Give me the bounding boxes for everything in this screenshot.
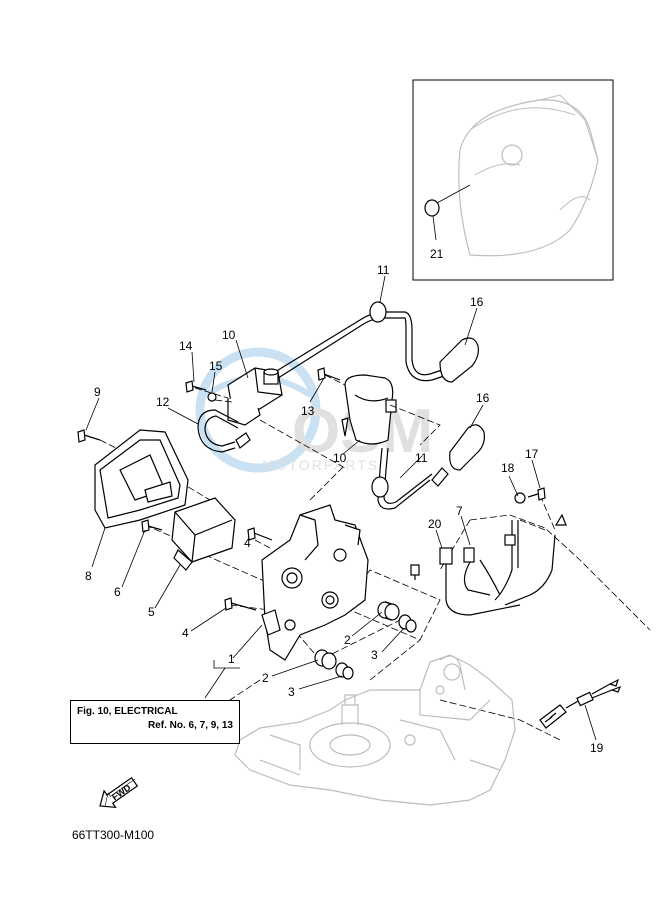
bolts bbox=[77, 367, 546, 611]
callout-8: 8 bbox=[85, 569, 92, 583]
callout-5: 5 bbox=[148, 605, 155, 619]
stop-switch-lead-19 bbox=[539, 678, 622, 729]
callout-11b: 11 bbox=[415, 451, 428, 465]
diagram-code: 66TT300-M100 bbox=[72, 828, 155, 842]
callout-4a: 4 bbox=[182, 626, 189, 640]
callout-2a: 2 bbox=[344, 633, 351, 647]
bolt-17 bbox=[527, 487, 546, 501]
callout-labels: 1 2 2 3 3 4 4 5 6 7 8 9 10 10 11 11 12 1… bbox=[85, 247, 604, 755]
ignition-coil-lower bbox=[341, 374, 397, 445]
washer-18 bbox=[514, 492, 526, 504]
callout-4b: 4 bbox=[244, 536, 251, 550]
bolt-6 bbox=[141, 519, 163, 533]
callout-16a: 16 bbox=[470, 295, 484, 309]
mounting-plate-1 bbox=[261, 504, 369, 661]
cover-bracket-8 bbox=[94, 429, 189, 529]
callout-17: 17 bbox=[525, 447, 539, 461]
reference-note-line2: Ref. No. 6, 7, 9, 13 bbox=[147, 720, 233, 731]
callout-20: 20 bbox=[428, 517, 442, 531]
cap-plug-21 bbox=[424, 199, 440, 217]
reference-note-box: Fig. 10, ELECTRICAL Ref. No. 6, 7, 9, 13 bbox=[70, 700, 240, 744]
grommet-2-upper bbox=[377, 601, 400, 621]
cdi-unit-5 bbox=[171, 497, 236, 571]
lead-wire-upper bbox=[197, 409, 251, 453]
callout-2b: 2 bbox=[262, 671, 269, 685]
callout-12: 12 bbox=[156, 395, 170, 409]
washer-15 bbox=[207, 392, 217, 402]
watermark-sub: MOTORPARTS bbox=[262, 457, 379, 473]
collar-3-upper bbox=[398, 614, 417, 633]
callout-1: 1 bbox=[228, 652, 235, 666]
fwd-arrow: FWD bbox=[99, 776, 139, 809]
callout-21: 21 bbox=[430, 247, 444, 261]
collar-3-lower bbox=[335, 662, 354, 680]
callout-10a: 10 bbox=[222, 328, 236, 342]
ignition-coil-upper bbox=[227, 367, 283, 426]
callout-6: 6 bbox=[114, 585, 121, 599]
inset-cover-detail bbox=[412, 79, 614, 281]
grommet-2-lower bbox=[314, 649, 337, 670]
callout-18: 18 bbox=[501, 461, 515, 475]
leader-lines bbox=[85, 275, 597, 741]
callout-7: 7 bbox=[456, 504, 463, 518]
bolt-9 bbox=[77, 429, 101, 443]
bolt-4-lower bbox=[224, 597, 257, 611]
callout-11a: 11 bbox=[377, 263, 390, 277]
engine-block-outline bbox=[234, 654, 516, 806]
callout-19: 19 bbox=[590, 741, 604, 755]
bolt-4-upper bbox=[247, 527, 273, 541]
callout-10b: 10 bbox=[333, 451, 347, 465]
lead-wire-20 bbox=[410, 547, 521, 616]
callout-15: 15 bbox=[209, 359, 223, 373]
callout-3b: 3 bbox=[288, 685, 295, 699]
callout-9: 9 bbox=[94, 385, 101, 399]
callout-16b: 16 bbox=[476, 391, 490, 405]
bolt-14 bbox=[185, 380, 207, 393]
callout-3a: 3 bbox=[371, 648, 378, 662]
reference-note-line1: Fig. 10, ELECTRICAL bbox=[77, 706, 178, 717]
high-tension-cord-lower bbox=[371, 424, 485, 510]
wire-harness-7 bbox=[479, 513, 567, 606]
callout-13: 13 bbox=[301, 404, 315, 418]
callout-14: 14 bbox=[179, 339, 193, 353]
bolt-13 bbox=[317, 367, 341, 381]
high-tension-cord-upper bbox=[269, 301, 479, 383]
